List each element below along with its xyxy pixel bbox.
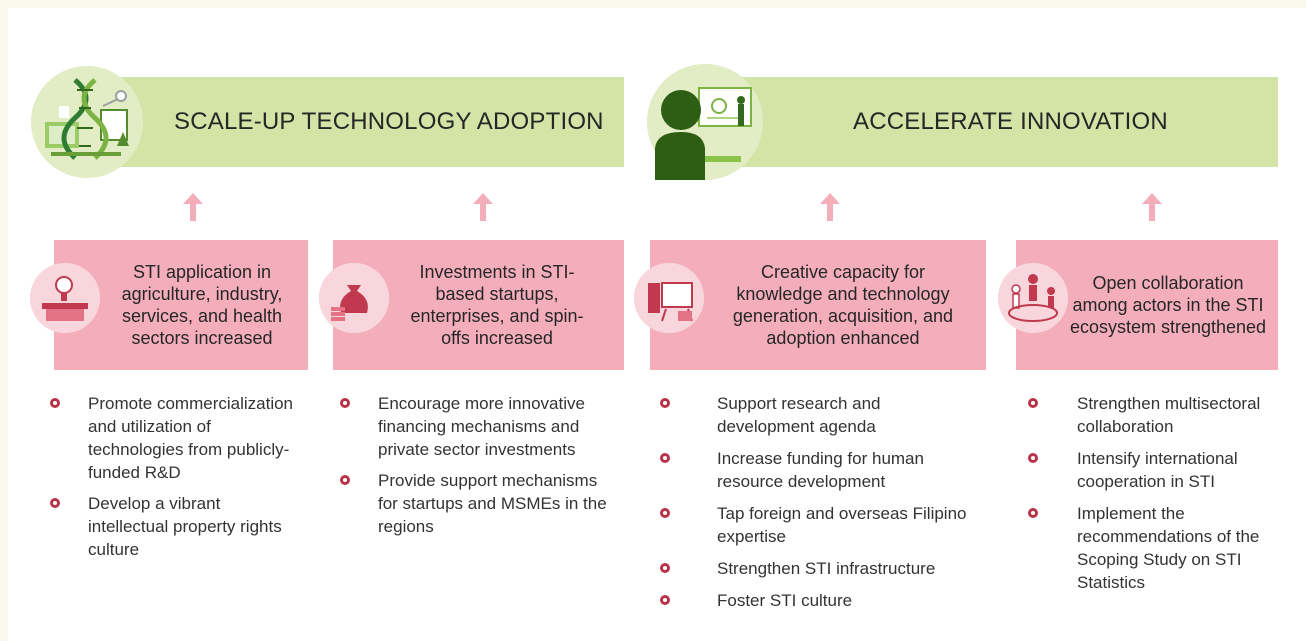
bullet-icon [660,563,670,573]
banner-accelerate: ACCELERATE INNOVATION [727,77,1278,167]
list-item: Promote commercialization and utilizatio… [50,392,300,484]
action-list: Promote commercialization and utilizatio… [50,392,300,561]
banner-scale-up: SCALE-UP TECHNOLOGY ADOPTION [97,77,624,167]
bullet-icon [1028,453,1038,463]
outcome-text: Investments in STI-based startups, enter… [410,262,584,348]
list-item: Increase funding for human resource deve… [660,447,980,493]
bullet-icon [1028,508,1038,518]
list-item: Strengthen multisectoral collaboration [1028,392,1273,438]
person-presentation-icon [647,64,763,180]
desk-lightbulb-icon [30,263,100,333]
bullet-icon [340,475,350,485]
banner-title: ACCELERATE INNOVATION [853,108,1168,135]
bullet-icon [50,498,60,508]
list-item: Foster STI culture [660,589,980,612]
list-item: Strengthen STI infrastructure [660,557,980,580]
money-bag-icon [319,263,389,333]
bullet-icon [1028,398,1038,408]
bullet-icon [660,398,670,408]
people-collaboration-icon [998,263,1068,333]
list-item: Encourage more innovative financing mech… [340,392,610,461]
list-item: Implement the recommendations of the Sco… [1028,502,1273,594]
action-list: Encourage more innovative financing mech… [340,392,610,538]
outcome-box: Creative capacity for knowledge and tech… [650,240,986,370]
dna-technology-icon [31,66,143,178]
list-item: Provide support mechanisms for startups … [340,469,610,538]
up-arrow-icon [183,193,203,221]
list-item: Intensify international cooperation in S… [1028,447,1273,493]
bullet-icon [660,508,670,518]
outcome-box: Investments in STI-based startups, enter… [333,240,624,370]
outcome-text: STI application in agriculture, industry… [121,262,283,348]
list-item: Support research and development agenda [660,392,980,438]
up-arrow-icon [1142,193,1162,221]
bullet-icon [660,453,670,463]
action-list: Strengthen multisectoral collaboration I… [1028,392,1273,594]
bullet-icon [340,398,350,408]
action-list: Support research and development agenda … [660,392,980,612]
outcome-text: Open collaboration among actors in the S… [1069,273,1267,337]
outcome-text: Creative capacity for knowledge and tech… [732,262,954,348]
up-arrow-icon [473,193,493,221]
list-item: Develop a vibrant intellectual property … [50,492,300,561]
list-item: Tap foreign and overseas Filipino expert… [660,502,980,548]
bullet-icon [50,398,60,408]
whiteboard-icon [634,263,704,333]
banner-title: SCALE-UP TECHNOLOGY ADOPTION [174,108,604,135]
up-arrow-icon [820,193,840,221]
bullet-icon [660,595,670,605]
